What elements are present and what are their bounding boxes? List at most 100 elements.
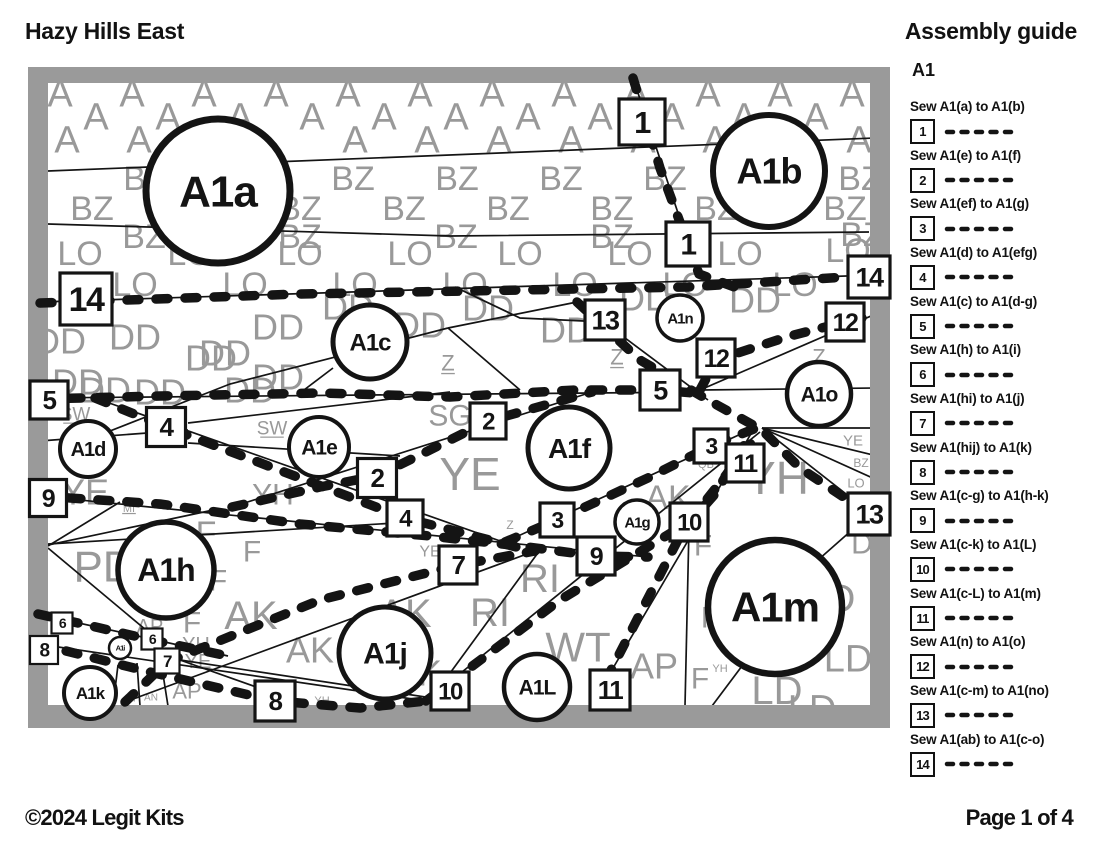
piece-boundary-line	[48, 508, 219, 546]
fabric-code-label: A	[119, 73, 145, 115]
piece-boundary-line	[684, 526, 690, 705]
seam-number-label: 5	[653, 375, 668, 405]
seam-dashed-line	[601, 427, 757, 685]
step-seam-dashes-icon	[944, 129, 1018, 134]
step-number-box: 7	[910, 410, 935, 436]
piece-boundary-line	[817, 529, 853, 561]
seam-number-label: 6	[59, 615, 67, 631]
step-number-box: 10	[910, 556, 935, 582]
seam-number-label: 4	[399, 505, 413, 532]
seam-number-box-4	[144, 405, 188, 449]
section-circle-a1f	[525, 404, 613, 492]
assembly-step-text: Sew A1(c-m) to A1(no)	[910, 682, 1049, 698]
piece-boundary-line	[761, 427, 870, 478]
fabric-code-label: BZ	[382, 190, 425, 228]
fabric-code-label: MI	[123, 503, 135, 515]
assembly-step-text: Sew A1(ab) to A1(c-o)	[910, 731, 1045, 747]
fabric-code-label: A	[371, 96, 397, 138]
fabric-code-label: LO	[442, 266, 487, 304]
step-number-box: 11	[910, 605, 935, 631]
piece-boundary-line	[187, 391, 451, 424]
seam-number-label: 11	[733, 450, 758, 478]
seam-number-label: 13	[591, 305, 620, 335]
step-seam-dashes-icon	[944, 421, 1018, 426]
section-circle-label: A1L	[519, 676, 557, 699]
seam-number-label: 9	[42, 485, 55, 513]
fabric-code-label: A	[443, 96, 469, 138]
section-circle-label: A1j	[363, 638, 407, 671]
section-circle-a1n	[655, 293, 705, 343]
fabric-code-label: A	[47, 73, 73, 115]
seam-number-label: 2	[482, 408, 495, 435]
assembly-step-text: Sew A1(c-g) to A1(h-k)	[910, 488, 1049, 504]
piece-boundary-line	[48, 521, 413, 545]
section-circle-a1j	[336, 604, 434, 702]
seam-number-box-11	[724, 442, 766, 484]
fabric-code-label: AN	[144, 693, 158, 704]
fabric-code-label: LO	[847, 476, 864, 491]
fabric-code-label: DD	[199, 333, 251, 374]
seam-number-box-2	[355, 456, 399, 500]
section-circle-label: A1g	[624, 514, 650, 531]
fabric-code-label: BZ	[539, 160, 582, 198]
fabric-code-label: BZ	[590, 218, 633, 256]
fabric-code-label: LD	[788, 688, 837, 730]
fabric-code-label: A	[767, 73, 793, 115]
fabric-code-label: BZ	[486, 190, 529, 228]
fabric-code-underline	[260, 436, 284, 438]
step-number-box: 6	[910, 362, 935, 388]
fabric-code-label: BZ	[590, 190, 633, 228]
seam-number-label: 11	[598, 675, 624, 705]
seam-number-box-13	[846, 491, 892, 537]
seam-number-box-9	[575, 535, 617, 577]
page-number: Page 1 of 4	[965, 805, 1074, 830]
section-circle-a1d	[58, 419, 118, 479]
section-circle-label: A1f	[548, 433, 592, 464]
section-circle-a1h	[115, 519, 217, 621]
fabric-code-label: YH	[712, 663, 727, 675]
seam-number-label: 13	[855, 499, 884, 529]
section-circle-label: A1h	[137, 552, 194, 588]
assembly-step-text: Sew A1(ef) to A1(g)	[910, 196, 1029, 212]
seam-number-label: 14	[855, 262, 884, 292]
seam-number-label: 8	[39, 641, 49, 662]
step-number-box: 9	[910, 508, 935, 534]
fabric-code-label: DD	[109, 317, 161, 358]
section-circle-label: A1d	[71, 439, 106, 461]
step-number-box: 3	[910, 216, 935, 242]
seam-number-label: 12	[833, 309, 858, 337]
seam-number-box-8	[253, 679, 297, 723]
section-circle-label: A1n	[667, 310, 693, 327]
seam-number-box-8	[28, 634, 60, 666]
assembly-step: Sew A1(hij) to A1(k) 8	[910, 440, 1092, 489]
piece-boundary-line	[48, 501, 121, 547]
seam-number-label: 3	[551, 507, 563, 533]
seam-number-box-3	[692, 427, 730, 465]
assembly-step: Sew A1(ef) to A1(g) 3	[910, 196, 1092, 245]
section-circle-label: A1m	[731, 584, 819, 631]
assembly-step: Sew A1(h) to A1(i) 6	[910, 342, 1092, 391]
assembly-step-text: Sew A1(e) to A1(f)	[910, 147, 1021, 163]
seam-number-label: 8	[269, 686, 283, 716]
fabric-code-label: RI	[470, 591, 510, 635]
fabric-code-underline	[441, 372, 455, 375]
fabric-code-label: Z	[506, 518, 513, 532]
fabric-code-label: BZ	[70, 190, 113, 228]
page-title: Hazy Hills East	[25, 18, 185, 44]
assembly-step-text: Sew A1(c) to A1(d-g)	[910, 293, 1037, 309]
assembly-step-text: Sew A1(n) to A1(o)	[910, 634, 1026, 650]
fabric-code-label: BZ	[823, 190, 866, 228]
piece-boundary-line	[48, 547, 153, 636]
seam-number-box-11	[588, 668, 632, 712]
assembly-step: Sew A1(hi) to A1(j) 7	[910, 391, 1092, 440]
section-circle-a1b	[710, 112, 828, 230]
assembly-guide-title: Assembly guide	[904, 18, 1077, 44]
assembly-step: Sew A1(c-L) to A1(m) 11	[910, 586, 1092, 635]
assembly-step-text: Sew A1(c-L) to A1(m)	[910, 585, 1041, 601]
piece-boundary-line	[444, 549, 541, 681]
fabric-code-label: A	[335, 73, 361, 115]
fabric-code-label: A	[587, 96, 613, 138]
section-circle-a1k	[62, 665, 118, 721]
section-circle-a1e	[287, 415, 351, 479]
